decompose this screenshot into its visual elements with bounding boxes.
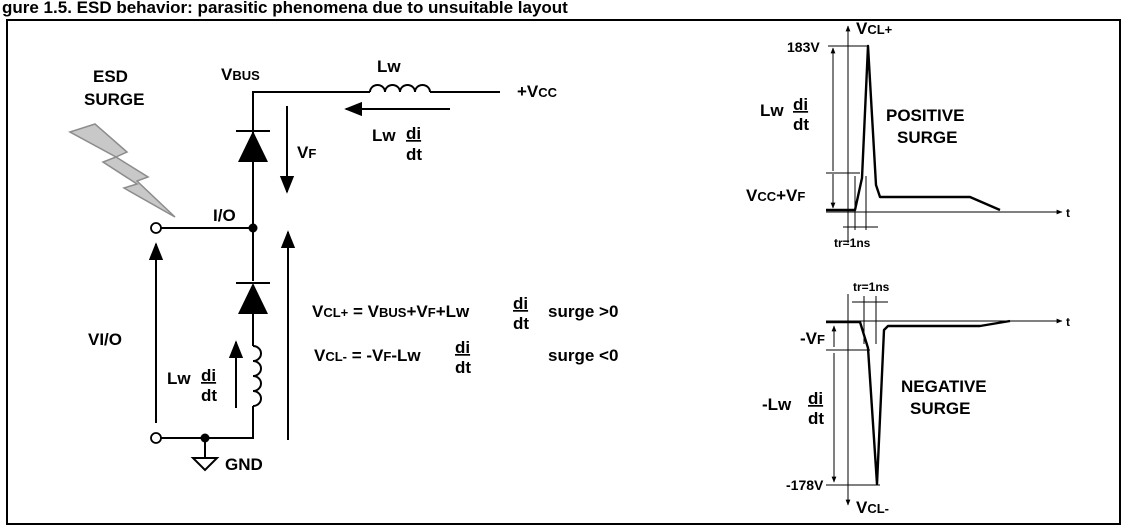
inductor-icon (369, 84, 431, 93)
esd-label: ESD (93, 67, 128, 86)
ground-symbol-icon (190, 438, 220, 472)
equation-positive-dt: dt (513, 314, 529, 333)
positive-lw-prefix: Lw (760, 101, 784, 120)
negative-title-line1: NEGATIVE (901, 377, 987, 396)
io-junction (248, 223, 258, 233)
negative-lw-di: di (808, 389, 823, 408)
positive-tr-label: tr=1ns (834, 236, 871, 250)
positive-vccvf-label: VCC+VF (746, 186, 805, 205)
figure-frame (6, 19, 1121, 525)
lightning-bolt-icon (68, 123, 176, 218)
positive-title-line1: POSITIVE (886, 106, 964, 125)
positive-lw-di: di (793, 95, 808, 114)
figure-title: gure 1.5. ESD behavior: parasitic phenom… (2, 0, 568, 17)
negative-peak-label: -178V (786, 477, 824, 493)
vbus-wire (252, 91, 370, 128)
positive-lw-dt: dt (793, 115, 809, 134)
positive-vcl-label: VCL+ (856, 19, 893, 38)
negative-title-line2: SURGE (910, 399, 970, 418)
lw-drop-dt: dt (406, 145, 422, 164)
positive-surge-plot: t VCL+ 183V Lw di dt VCC+VF POSITIVE SUR… (746, 19, 1070, 250)
equation-negative: VCL- = -VF-Lw (314, 346, 421, 365)
vf-label: VF (297, 143, 316, 162)
lw-ground-di: di (201, 366, 216, 385)
equation-positive-di: di (513, 294, 528, 313)
lw-ground-dt: dt (201, 386, 217, 405)
io-label: I/O (213, 206, 236, 225)
lw-ground-prefix: Lw (167, 369, 191, 388)
positive-waveform (826, 44, 1001, 212)
lw-drop-prefix: Lw (372, 126, 396, 145)
negative-t-label: t (1066, 315, 1070, 329)
lower-diode-icon (238, 283, 268, 314)
lw-drop-di: di (406, 124, 421, 143)
gnd-label: GND (225, 455, 263, 474)
positive-t-label: t (1066, 206, 1070, 220)
equation-positive-condition: surge >0 (548, 302, 618, 321)
equation-negative-di: di (455, 338, 470, 357)
negative-waveform (826, 319, 1011, 486)
clamp-equations: VCL+ = VBUS+VF+Lw di dt surge >0 VCL- = … (312, 294, 618, 377)
circuit: ESD SURGE VBUS Lw +VCC Lw di dt VF I/O (68, 57, 558, 474)
negative-tr-label: tr=1ns (853, 280, 890, 294)
lw-top-label: Lw (377, 57, 401, 76)
vcc-label: +VCC (517, 82, 558, 101)
negative-vf-label: -VF (800, 329, 825, 348)
vbus-label: VBUS (221, 65, 260, 84)
negative-lw-prefix: -Lw (762, 395, 792, 414)
vio-label: VI/O (88, 330, 122, 349)
equation-negative-dt: dt (455, 358, 471, 377)
io-terminal (150, 222, 162, 234)
equation-positive: VCL+ = VBUS+VF+Lw (312, 302, 470, 321)
surge-label: SURGE (84, 90, 144, 109)
negative-vcl-label: VCL- (856, 498, 889, 517)
negative-surge-plot: t tr=1ns -VF -Lw di dt NEGATIVE SURGE -1… (762, 280, 1070, 517)
negative-lw-dt: dt (808, 409, 824, 428)
equation-negative-condition: surge <0 (548, 346, 618, 365)
gnd-wire (161, 406, 254, 439)
gnd-terminal (150, 432, 162, 444)
upper-diode-icon (238, 131, 268, 162)
positive-title-line2: SURGE (897, 128, 957, 147)
positive-peak-label: 183V (787, 39, 820, 55)
ground-inductor-icon (252, 345, 262, 407)
